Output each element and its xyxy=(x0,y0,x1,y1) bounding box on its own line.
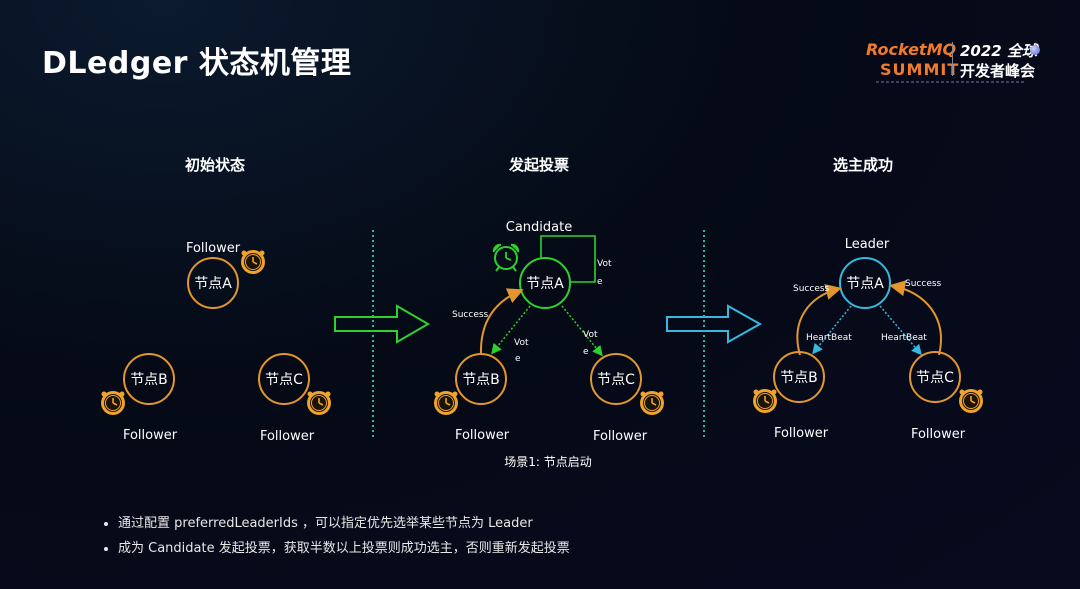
p3-node-b-label: 节点B xyxy=(780,370,818,386)
p3-node-b xyxy=(773,351,825,403)
p2-node-c-label: 节点C xyxy=(597,372,635,388)
logo-divider xyxy=(952,42,953,76)
vote-b-text: Vot xyxy=(514,338,529,348)
p1-node-a xyxy=(187,257,239,309)
alarm-clock-icon xyxy=(492,243,520,272)
p3-node-c-label: 节点C xyxy=(916,370,954,386)
self-vote-loop xyxy=(540,235,596,283)
logo-subtitle-line xyxy=(876,81,1026,83)
p1-node-b-label: 节点B xyxy=(130,372,168,388)
vote-b-text-2: e xyxy=(515,354,521,364)
p3-node-a-label: 节点A xyxy=(846,276,884,292)
scenario-caption: 场景1: 节点启动 xyxy=(504,455,592,469)
p1-node-a-label: 节点A xyxy=(194,276,232,292)
bullet-item: 成为 Candidate 发起投票，获取半数以上投票则成功选主，否则重新发起投票 xyxy=(104,536,570,561)
heartbeat-arrow-to-c xyxy=(879,305,922,356)
p2-node-a xyxy=(519,257,571,309)
clock-icon xyxy=(100,390,126,416)
success-left-text: Success xyxy=(793,284,830,294)
p3-node-c xyxy=(909,351,961,403)
p3-node-c-role: Follower xyxy=(911,427,966,442)
logo-year: 2022 全球 xyxy=(960,42,1037,60)
p1-node-b-role: Follower xyxy=(123,428,178,443)
slide-title: DLedger 状态机管理 xyxy=(42,46,352,81)
panel3-heading: 选主成功 xyxy=(833,156,893,174)
heartbeat-left-text: HeartBeat xyxy=(806,333,852,343)
success-arrow-left xyxy=(796,284,842,356)
p1-node-c xyxy=(258,353,310,405)
p2-node-b-label: 节点B xyxy=(462,372,500,388)
logo-conference: 开发者峰会 xyxy=(960,62,1036,80)
success-arrow-right xyxy=(889,280,942,356)
panel1-heading: 初始状态 xyxy=(185,156,245,174)
logo-summit: SUMMIT xyxy=(880,60,960,79)
p2-node-b xyxy=(455,353,507,405)
p2-node-a-role: Candidate xyxy=(506,220,572,235)
p1-node-c-label: 节点C xyxy=(265,372,303,388)
heartbeat-arrow-to-b xyxy=(812,305,852,355)
clock-icon xyxy=(433,390,459,416)
bullet-list: 通过配置 preferredLeaderIds ，可以指定优先选举某些节点为 L… xyxy=(104,511,570,561)
success-arrow xyxy=(479,288,524,356)
heartbeat-right-text: HeartBeat xyxy=(881,333,927,343)
logo-brand: RocketMQ xyxy=(866,40,957,59)
p1-node-a-role: Follower xyxy=(186,241,241,256)
success-text: Success xyxy=(452,310,489,320)
vote-c-text: Vot xyxy=(583,330,598,340)
rocketmq-summit-logo: RocketMQ SUMMIT 2022 全球 开发者峰会 xyxy=(866,40,1056,88)
vote-c-text-2: e xyxy=(583,347,589,357)
clock-icon xyxy=(752,388,778,414)
p1-node-b xyxy=(123,353,175,405)
vote-arrow-to-b xyxy=(491,305,531,355)
p2-node-a-label: 节点A xyxy=(526,276,564,292)
planet-icon xyxy=(1030,45,1040,55)
p1-node-c-role: Follower xyxy=(260,429,315,444)
clock-icon xyxy=(240,249,266,275)
clock-icon xyxy=(639,390,665,416)
clock-icon xyxy=(958,388,984,414)
clock-icon xyxy=(306,390,332,416)
p2-node-b-role: Follower xyxy=(455,428,510,443)
p2-node-c-role: Follower xyxy=(593,429,648,444)
p3-node-b-role: Follower xyxy=(774,426,829,441)
panel2-heading: 发起投票 xyxy=(508,156,569,174)
success-right-text: Success xyxy=(905,279,942,289)
p2-node-c xyxy=(590,353,642,405)
self-vote-text: Vot xyxy=(597,259,612,269)
self-vote-text-2: e xyxy=(597,277,603,287)
transition-arrow-blue xyxy=(666,304,763,344)
bullet-item: 通过配置 preferredLeaderIds ，可以指定优先选举某些节点为 L… xyxy=(104,511,570,536)
transition-arrow-green xyxy=(334,304,430,344)
p3-node-a-role: Leader xyxy=(845,237,890,252)
